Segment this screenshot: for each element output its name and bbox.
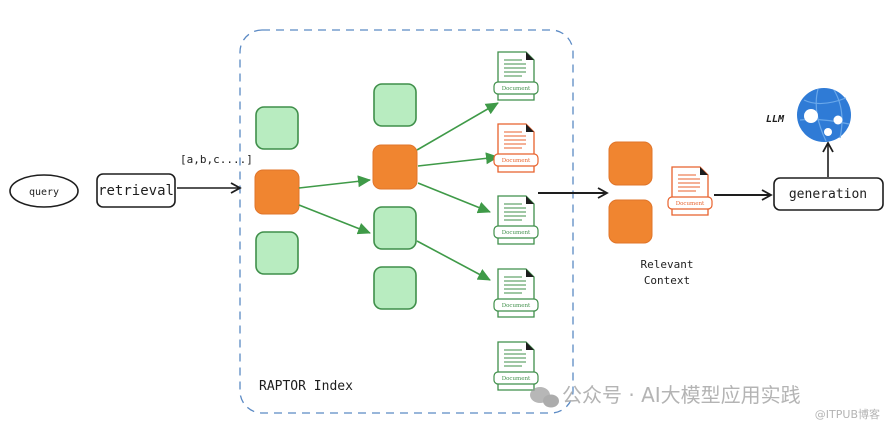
svg-text:Document: Document [502,86,531,92]
svg-text:Document: Document [676,201,705,207]
document-icon: Document [493,341,539,391]
document-icon: Document [493,195,539,245]
tree-edge-arrow [417,182,491,214]
tree-node-selected [372,144,418,190]
tree-edge-arrow [416,102,499,151]
tree-node-leaf [373,206,417,250]
tree-edge-arrow [298,175,371,189]
watermark-sub: @ITPUB博客 [815,407,880,421]
generation-label: generation [789,187,867,202]
document-icon-selected: Document [493,123,539,173]
tree-edge-arrow [417,152,499,167]
llm-label: LLM [766,114,785,125]
tree-node-leaf [255,231,299,275]
tree-edge-arrow [298,204,371,235]
llm-globe-icon [797,88,851,142]
tree-node-selected [254,169,300,215]
raptor-index-container [239,29,574,414]
retrieval-output-label: [a,b,c....] [180,153,253,166]
context-document-icon: Document [667,166,713,216]
wechat-icon [530,387,559,408]
document-icon: Document [493,268,539,318]
watermark-main: 公众号 · AI大模型应用实践 [562,383,801,407]
svg-text:Document: Document [502,158,531,164]
tree-edge-arrow [416,240,491,281]
retrieval-label: retrieval [98,183,174,199]
svg-text:Document: Document [502,230,531,236]
retrieval-node [96,173,176,208]
context-node [608,199,653,244]
svg-text:Document: Document [502,376,531,382]
tree-node-leaf [373,83,417,127]
relevant-context-label: Relevant [641,258,694,271]
query-label: query [29,187,59,198]
svg-text:Document: Document [502,303,531,309]
generation-node [773,177,884,211]
query-node [9,174,79,208]
document-icon: Document [493,51,539,101]
tree-node-leaf [373,266,417,310]
context-node [608,141,653,186]
relevant-context-label: Context [644,274,690,287]
tree-node-leaf [255,106,299,150]
raptor-index-label: RAPTOR Index [259,379,353,394]
